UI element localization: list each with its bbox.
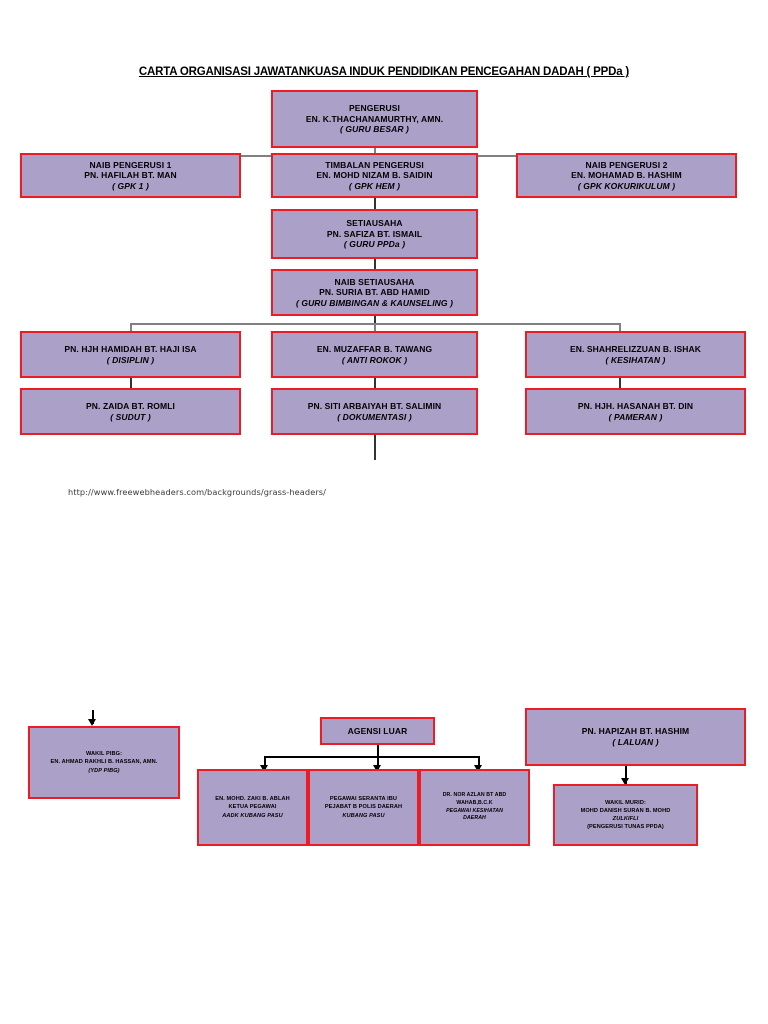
node-role: EN. MOHD. ZAKI B. ABLAH <box>215 796 290 803</box>
connector-naibsetiausaha-down <box>374 315 376 324</box>
node-name: KETUA PEGAWAI <box>228 804 277 811</box>
node-kesihatan-daerah[interactable]: DR. NOR AZLAN BT ABD WAHAB,B.C.K PEGAWAI… <box>419 769 530 846</box>
connector-into-wakil-pibg <box>92 710 94 724</box>
node-note: KUBANG PASU <box>342 812 385 819</box>
connector-laluan-wakil-murid <box>625 766 627 784</box>
node-role: NAIB PENGERUSI 1 <box>89 159 172 170</box>
node-note: ( GURU BESAR ) <box>340 124 409 135</box>
connector-disiplin-sudut <box>130 377 132 389</box>
node-note2: (PENGERUSI TUNAS PPDA) <box>587 824 664 831</box>
node-setiausaha[interactable]: SETIAUSAHA PN. SAFIZA BT. ISMAIL ( GURU … <box>271 209 478 259</box>
node-note: ( SUDUT ) <box>110 411 151 422</box>
node-note: ( GPK HEM ) <box>348 180 401 191</box>
node-ahli-disiplin[interactable]: PN. HJH HAMIDAH BT. HAJI ISA ( DISIPLIN … <box>20 331 241 378</box>
node-name: PN. SAFIZA BT. ISMAIL <box>326 228 423 239</box>
node-note: ( GURU PPDa ) <box>343 239 406 250</box>
source-url-caption: http://www.freewebheaders.com/background… <box>68 487 327 497</box>
connector-agensi-down <box>377 745 379 756</box>
node-role: NAIB SETIAUSAHA <box>334 276 415 287</box>
node-role: PENGERUSI <box>349 103 400 114</box>
node-name: PN. HAFILAH BT. MAN <box>84 170 177 181</box>
arrow-to-aadk <box>260 765 268 772</box>
node-ahli-dokumentasi[interactable]: PN. SITI ARBAIYAH BT. SALIMIN ( DOKUMENT… <box>271 388 478 435</box>
node-name: MOHD DANISH SURAN B. MOHD <box>580 807 671 814</box>
connector-antirokok-dokumentasi <box>374 377 376 389</box>
node-note: ZULKIFLI <box>612 816 639 822</box>
node-naib-pengerusi-2[interactable]: NAIB PENGERUSI 2 EN. MOHAMAD B. HASHIM (… <box>516 153 737 198</box>
connector-to-antirokok <box>374 323 376 332</box>
node-note: ( KESIHATAN ) <box>605 354 666 365</box>
node-note: PEGAWAI KESIHATAN <box>446 807 503 814</box>
node-note: ( GURU BIMBINGAN & KAUNSELING ) <box>295 297 454 308</box>
connector-agensi-to-kesihatan <box>478 756 480 770</box>
node-note: (YDP PIBG) <box>88 767 120 774</box>
node-name: EN. MOHAMAD B. HASHIM <box>571 170 682 181</box>
node-name: PN. ZAIDA BT. ROMLI <box>86 400 175 411</box>
node-name: EN. MOHD NIZAM B. SAIDIN <box>316 170 433 181</box>
node-timbalan-pengerusi[interactable]: TIMBALAN PENGERUSI EN. MOHD NIZAM B. SAI… <box>271 153 478 198</box>
node-name: PN. SURIA BT. ABD HAMID <box>319 287 430 298</box>
node-naib-setiausaha[interactable]: NAIB SETIAUSAHA PN. SURIA BT. ABD HAMID … <box>271 269 478 316</box>
node-note: ( LALUAN ) <box>612 737 659 747</box>
node-name: PEJABAT B POLIS DAERAH <box>324 804 403 811</box>
connector-setiausaha-naibsetiausaha <box>374 258 376 270</box>
node-name: EN. MUZAFFAR B. TAWANG <box>316 343 433 354</box>
node-name: PN. HJH. HASANAH BT. DIN <box>577 400 694 411</box>
node-note: ( PAMERAN ) <box>608 411 663 422</box>
node-note: ( DOKUMENTASI ) <box>337 411 412 422</box>
arrow-to-kesihatan <box>474 765 482 772</box>
connector-centre-tail <box>374 434 376 460</box>
node-name: EN. K.THACHANAMURTHY, AMN. <box>305 113 444 124</box>
node-ahli-kesihatan[interactable]: EN. SHAHRELIZZUAN B. ISHAK ( KESIHATAN ) <box>525 331 746 378</box>
node-ahli-laluan[interactable]: PN. HAPIZAH BT. HASHIM ( LALUAN ) <box>525 708 746 766</box>
node-name: EN. AHMAD RAKHLI B. HASSAN, AMN. <box>50 759 158 766</box>
node-note: AADK KUBANG PASU <box>222 812 283 819</box>
connector-timbalan-setiausaha <box>374 197 376 209</box>
node-name: PN. HJH HAMIDAH BT. HAJI ISA <box>64 343 197 354</box>
connector-to-disiplin <box>130 323 132 332</box>
node-note: ( GPK 1 ) <box>112 180 149 191</box>
node-role: PEGAWAI SERANTA IBU <box>329 796 398 803</box>
node-note: ( GPK KOKURIKULUM ) <box>577 180 676 191</box>
node-ahli-pameran[interactable]: PN. HJH. HASANAH BT. DIN ( PAMERAN ) <box>525 388 746 435</box>
node-note: ( ANTI ROKOK ) <box>341 354 408 365</box>
connector-agensi-to-polis <box>377 756 379 770</box>
node-name: WAHAB,B.C.K <box>456 799 493 806</box>
connector-agensi-to-aadk <box>264 756 266 770</box>
page-title: CARTA ORGANISASI JAWATANKUASA INDUK PEND… <box>138 66 630 78</box>
node-naib-pengerusi-1[interactable]: NAIB PENGERUSI 1 PN. HAFILAH BT. MAN ( G… <box>20 153 241 198</box>
node-name: PN. SITI ARBAIYAH BT. SALIMIN <box>307 400 442 411</box>
arrow-into-wakil-pibg <box>88 719 96 726</box>
node-role: SETIAUSAHA <box>346 218 403 229</box>
node-role: WAKIL MURID: <box>605 799 646 806</box>
arrow-to-polis <box>373 765 381 772</box>
node-pengerusi[interactable]: PENGERUSI EN. K.THACHANAMURTHY, AMN. ( G… <box>271 90 478 148</box>
connector-agensi-bus <box>264 756 478 758</box>
node-role: DR. NOR AZLAN BT ABD <box>442 791 507 798</box>
node-aadk[interactable]: EN. MOHD. ZAKI B. ABLAH KETUA PEGAWAI AA… <box>197 769 308 846</box>
node-role: AGENSI LUAR <box>347 725 408 736</box>
node-name: PN. HAPIZAH BT. HASHIM <box>581 726 690 737</box>
node-ahli-sudut[interactable]: PN. ZAIDA BT. ROMLI ( SUDUT ) <box>20 388 241 435</box>
node-note2: DAERAH <box>463 815 486 822</box>
node-agensi-luar[interactable]: AGENSI LUAR <box>320 717 435 745</box>
connector-to-kesihatan <box>619 323 621 332</box>
node-role: WAKIL PIBG: <box>85 751 123 758</box>
connector-kesihatan-pameran <box>619 377 621 389</box>
node-wakil-murid[interactable]: WAKIL MURID: MOHD DANISH SURAN B. MOHD Z… <box>553 784 698 846</box>
node-polis[interactable]: PEGAWAI SERANTA IBU PEJABAT B POLIS DAER… <box>308 769 419 846</box>
node-wakil-pibg[interactable]: WAKIL PIBG: EN. AHMAD RAKHLI B. HASSAN, … <box>28 726 180 799</box>
node-note: ( DISIPLIN ) <box>106 354 155 365</box>
node-ahli-anti-rokok[interactable]: EN. MUZAFFAR B. TAWANG ( ANTI ROKOK ) <box>271 331 478 378</box>
node-name: EN. SHAHRELIZZUAN B. ISHAK <box>569 343 702 354</box>
connector-pengerusi-down <box>374 148 376 156</box>
arrow-to-wakil-murid <box>621 778 629 785</box>
node-role: TIMBALAN PENGERUSI <box>325 159 424 170</box>
node-role: NAIB PENGERUSI 2 <box>585 159 668 170</box>
